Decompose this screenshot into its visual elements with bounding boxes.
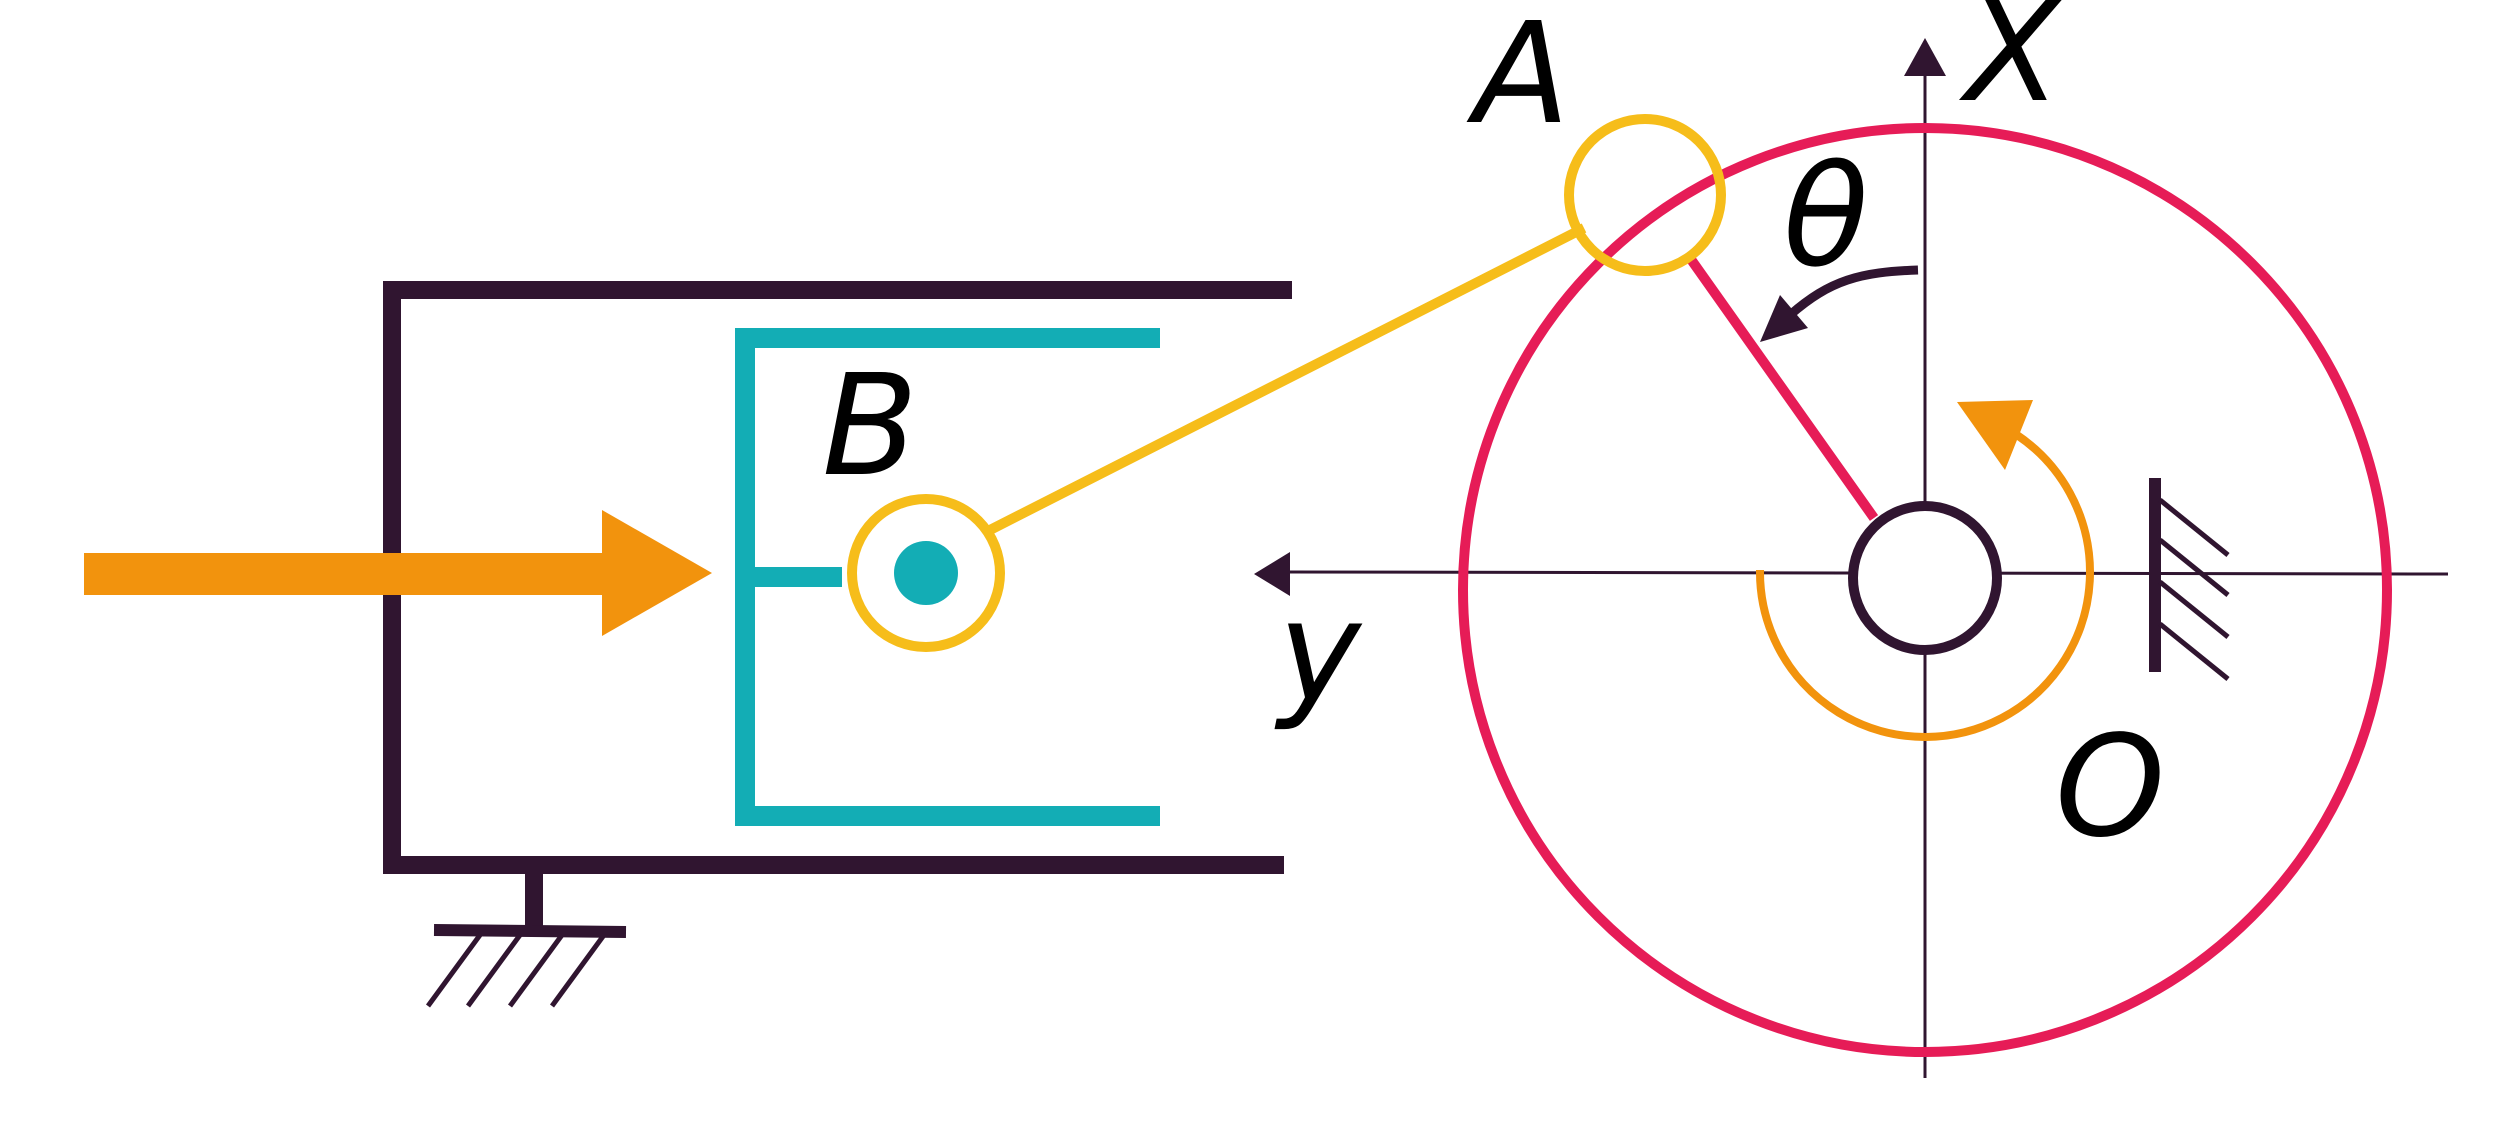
bearing-hatch-stroke	[2158, 538, 2230, 597]
ground-hatch-icon	[425, 924, 627, 1008]
rotation-arrow-icon	[1755, 400, 2094, 741]
label-axis-y: y	[1274, 571, 1363, 734]
label-angle-theta: θ	[1783, 136, 1869, 299]
connecting-rod	[987, 223, 1587, 535]
crank-wheel	[1458, 123, 2392, 1057]
y-axis-arrowhead-icon	[1254, 552, 1290, 596]
ground-hatch-stroke	[425, 933, 483, 1008]
bearing-hatch-stroke	[2158, 622, 2230, 681]
bearing-hatch-stroke	[2158, 580, 2230, 639]
rotation-arrowhead	[1957, 400, 2033, 470]
center-hub	[1848, 501, 2002, 655]
ground-line	[433, 924, 627, 938]
angle-arc	[1787, 265, 1919, 319]
piston	[735, 328, 1160, 826]
force-arrow-icon	[84, 510, 712, 636]
label-axis-x: X	[1958, 0, 2064, 134]
ground-hatch-stroke	[549, 933, 607, 1008]
bearing-hatch-stroke	[2158, 498, 2230, 557]
joint-b	[847, 494, 1005, 652]
force-arrow-shaft	[84, 553, 614, 595]
label-center-o: O	[2055, 706, 2165, 869]
angle-arrowhead	[1760, 295, 1808, 342]
ground-hatch-stroke	[465, 933, 523, 1008]
rotation-arc	[1755, 431, 2094, 741]
x-axis-arrowhead-icon	[1904, 38, 1946, 76]
label-point-b: B	[822, 345, 918, 508]
crank-arm	[1685, 255, 1879, 521]
joint-a	[1564, 114, 1726, 276]
label-point-a: A	[1466, 0, 1570, 156]
ground-hatch-stroke	[507, 933, 565, 1008]
joint-b-pin	[894, 541, 958, 605]
force-arrow-head	[602, 510, 712, 636]
angle-arrow-icon	[1760, 265, 1919, 342]
bearing-support-icon	[2149, 478, 2230, 681]
